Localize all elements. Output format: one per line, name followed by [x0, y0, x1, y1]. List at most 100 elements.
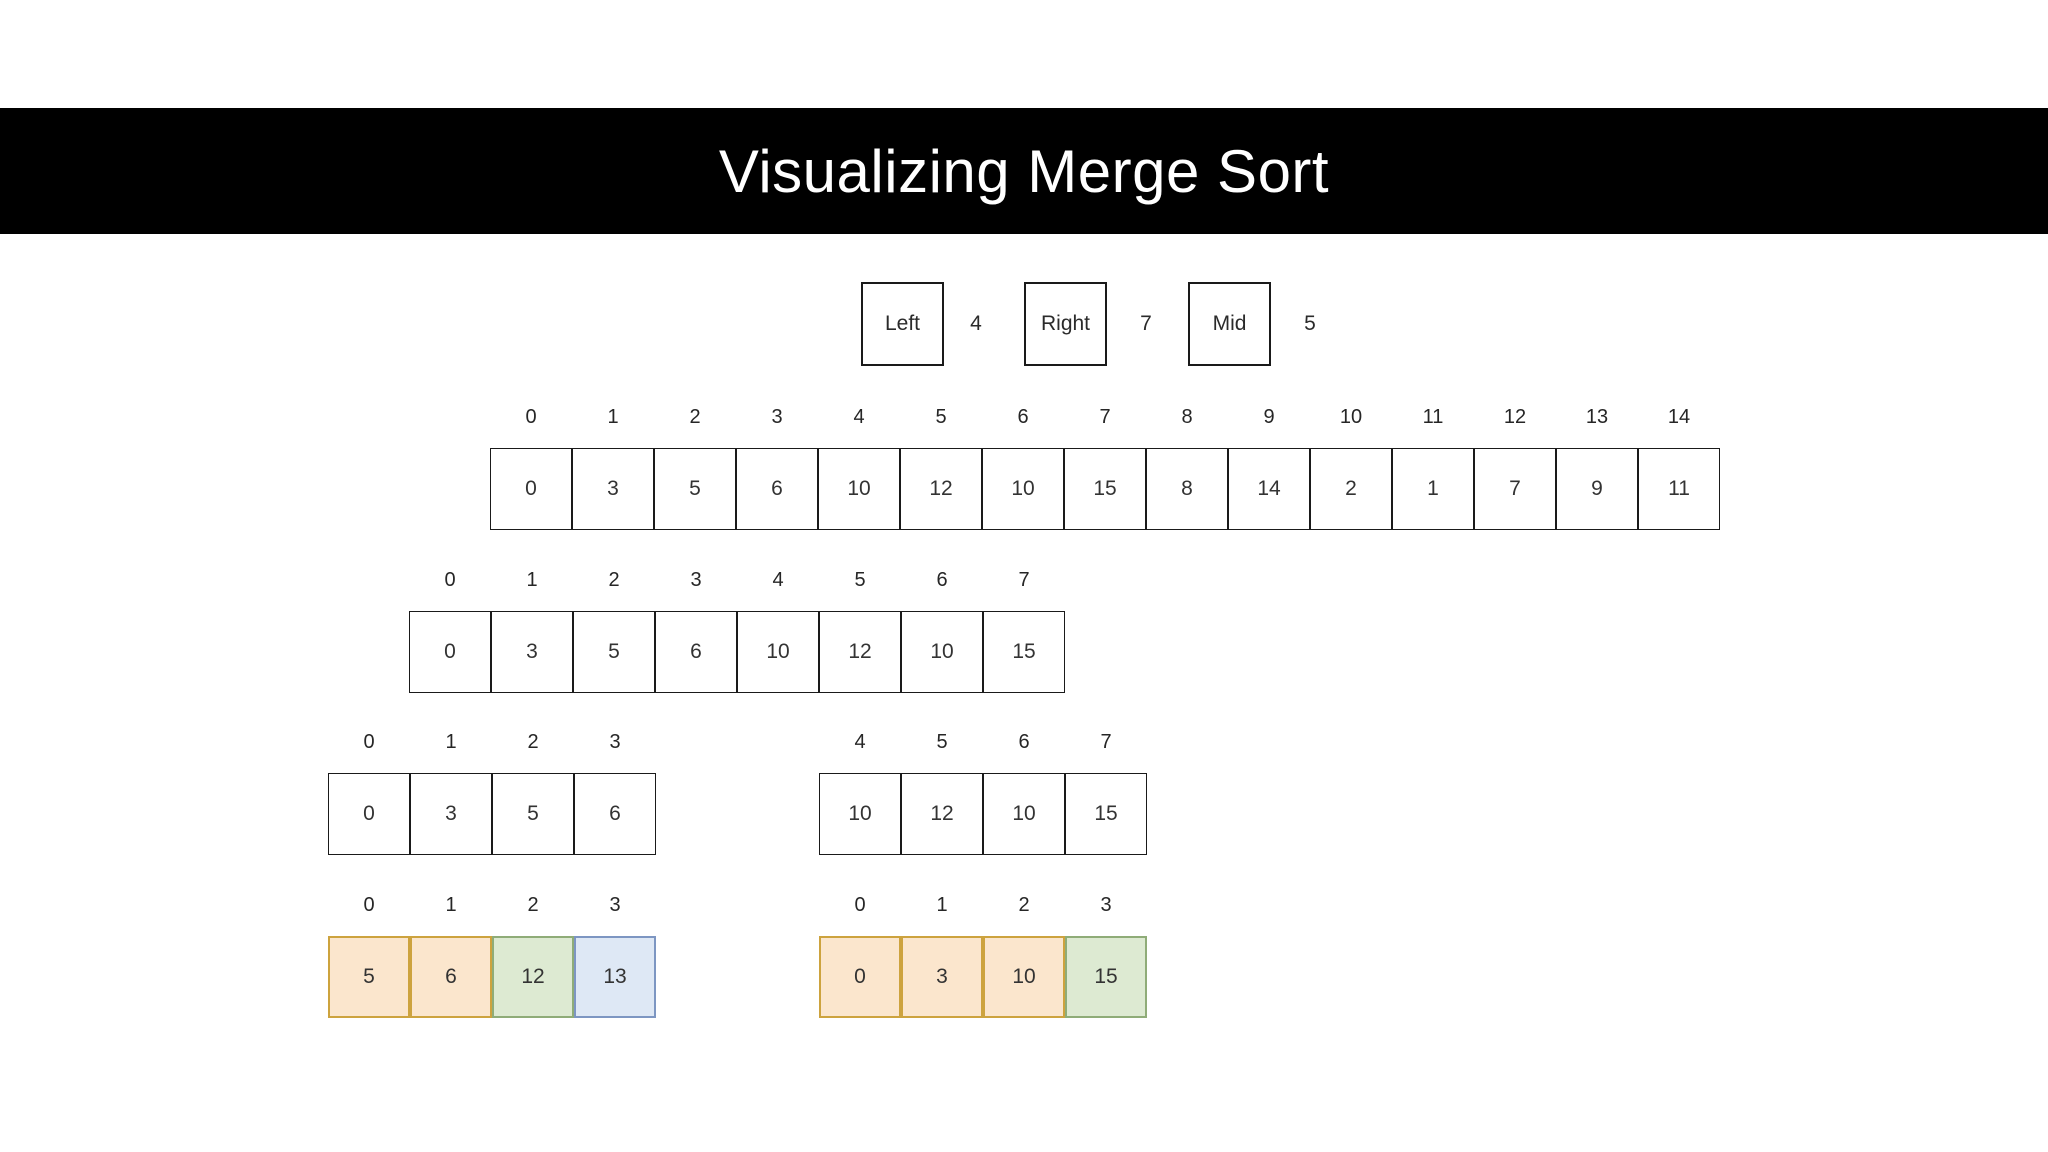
array-cell: 10 — [901, 611, 983, 693]
index-label: 10 — [1339, 405, 1363, 428]
index-label: 7 — [1018, 568, 1030, 591]
index-label: 0 — [854, 893, 866, 916]
index-row: 0 1 2 3 — [328, 890, 656, 920]
index-label: 3 — [609, 730, 621, 753]
index-label: 5 — [935, 405, 947, 428]
index-row: 0 1 2 3 — [328, 727, 656, 757]
array-cell: 10 — [818, 448, 900, 530]
array-cell: 12 — [492, 936, 574, 1018]
index-label: 3 — [1100, 893, 1112, 916]
array-cell: 2 — [1310, 448, 1392, 530]
array-cell: 10 — [982, 448, 1064, 530]
array-cell: 15 — [983, 611, 1065, 693]
array-cell: 3 — [491, 611, 573, 693]
index-label: 6 — [1018, 730, 1030, 753]
left-pointer-value: 4 — [970, 312, 982, 335]
array-cell: 0 — [490, 448, 572, 530]
array-cell: 15 — [1065, 936, 1147, 1018]
page-title: Visualizing Merge Sort — [718, 137, 1330, 205]
index-label: 12 — [1503, 405, 1527, 428]
index-label: 4 — [853, 405, 865, 428]
right-pointer-label: Right — [1040, 312, 1091, 335]
index-label: 3 — [609, 893, 621, 916]
index-label: 2 — [608, 568, 620, 591]
index-label: 7 — [1099, 405, 1111, 428]
array-cell: 5 — [654, 448, 736, 530]
index-label: 1 — [445, 893, 457, 916]
array-cell: 12 — [901, 773, 983, 855]
index-label: 5 — [936, 730, 948, 753]
array-cell: 3 — [410, 773, 492, 855]
index-label: 13 — [1585, 405, 1609, 428]
array-cell: 5 — [573, 611, 655, 693]
index-label: 4 — [772, 568, 784, 591]
array-cell: 1 — [1392, 448, 1474, 530]
array-cell: 0 — [819, 936, 901, 1018]
array-cell: 8 — [1146, 448, 1228, 530]
array-cell: 10 — [819, 773, 901, 855]
index-label: 2 — [527, 730, 539, 753]
index-label: 8 — [1181, 405, 1193, 428]
index-label: 2 — [527, 893, 539, 916]
array-cell: 10 — [737, 611, 819, 693]
mid-pointer-label: Mid — [1212, 312, 1247, 335]
array-cell: 10 — [983, 773, 1065, 855]
array-cell: 3 — [901, 936, 983, 1018]
array-cell: 3 — [572, 448, 654, 530]
index-label: 14 — [1667, 405, 1691, 428]
array-cell: 12 — [900, 448, 982, 530]
array-cell: 14 — [1228, 448, 1310, 530]
mid-pointer-value: 5 — [1304, 312, 1316, 335]
index-label: 7 — [1100, 730, 1112, 753]
array-cell: 10 — [983, 936, 1065, 1018]
index-label: 3 — [771, 405, 783, 428]
right-pointer-value: 7 — [1140, 312, 1152, 335]
array-cell: 15 — [1065, 773, 1147, 855]
left-pointer-label: Left — [884, 312, 921, 335]
right-pointer-box: Right — [1024, 282, 1107, 366]
title-bar: Visualizing Merge Sort — [0, 108, 2048, 234]
index-label: 1 — [936, 893, 948, 916]
index-label: 2 — [689, 405, 701, 428]
array-cell: 6 — [574, 773, 656, 855]
index-label: 6 — [1017, 405, 1029, 428]
array-cell: 12 — [819, 611, 901, 693]
array-cell: 7 — [1474, 448, 1556, 530]
array-cell: 6 — [410, 936, 492, 1018]
array-cell: 6 — [655, 611, 737, 693]
index-label: 5 — [854, 568, 866, 591]
index-label: 0 — [363, 730, 375, 753]
index-label: 9 — [1263, 405, 1275, 428]
index-label: 3 — [690, 568, 702, 591]
array-cell: 0 — [328, 773, 410, 855]
mid-pointer-box: Mid — [1188, 282, 1271, 366]
array-cell: 5 — [492, 773, 574, 855]
array-cell: 6 — [736, 448, 818, 530]
array-cell: 5 — [328, 936, 410, 1018]
index-label: 2 — [1018, 893, 1030, 916]
array-cell: 13 — [574, 936, 656, 1018]
index-label: 0 — [444, 568, 456, 591]
array-cell: 9 — [1556, 448, 1638, 530]
array-cell: 0 — [409, 611, 491, 693]
index-label: 0 — [525, 405, 537, 428]
index-label: 0 — [363, 893, 375, 916]
index-label: 1 — [526, 568, 538, 591]
left-pointer-box: Left — [861, 282, 944, 366]
index-label: 1 — [445, 730, 457, 753]
